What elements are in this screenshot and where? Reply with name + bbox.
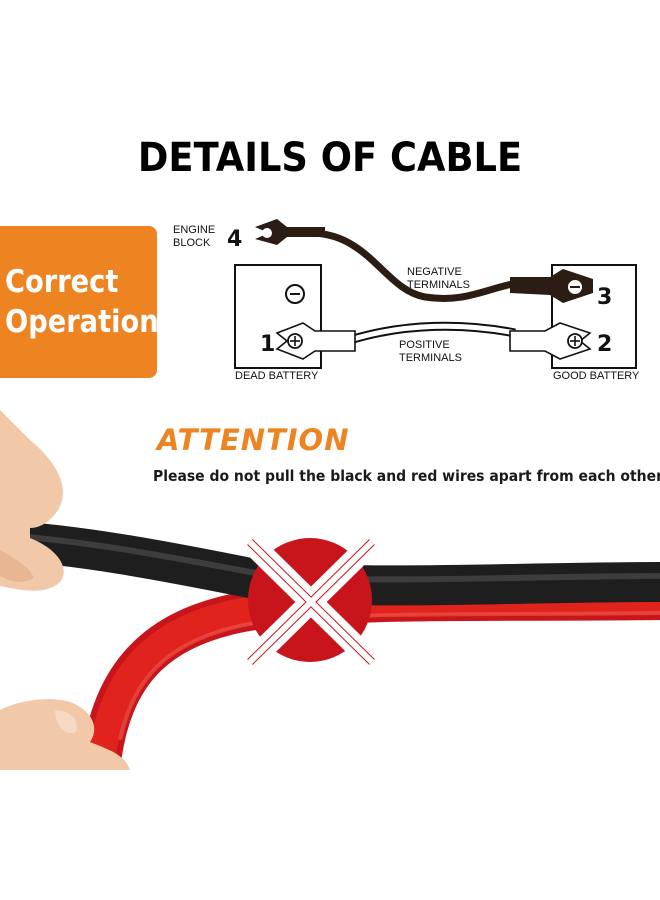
cable-photo [0,410,660,770]
clamp-2-icon [509,322,592,360]
positive-terminals-label-1: POSITIVE [399,339,450,351]
number-1: 1 [260,332,275,357]
bottom-hand [0,699,130,770]
clamp-1-icon [275,322,356,360]
attention-message: Please do not pull the black and red wir… [153,467,660,485]
number-4: 4 [227,227,242,252]
clamp-4-icon [255,219,325,245]
number-3: 3 [597,285,612,310]
badge-line-2: Operation [5,304,159,340]
clamp-3-icon [510,269,593,303]
correct-operation-badge: Correct Operation [0,226,159,378]
badge-line-1: Correct [5,264,119,300]
top-hand [0,410,64,591]
jump-start-wiring-diagram: ENGINE BLOCK 4 NEGATIVE TERMINALS 3 1 2 … [173,219,640,382]
dead-battery-label: DEAD BATTERY [235,370,319,382]
page-title: DETAILS OF CABLE [137,135,523,181]
negative-terminals-label-1: NEGATIVE [407,266,462,278]
positive-terminals-label-2: TERMINALS [399,352,462,364]
number-2: 2 [597,332,612,357]
good-battery-label: GOOD BATTERY [553,370,640,382]
negative-terminals-label-2: TERMINALS [407,279,470,291]
negative-cable [312,229,518,302]
engine-block-label-1: ENGINE [173,224,215,236]
do-not-separate-icon [242,534,380,670]
attention-heading: ATTENTION [157,423,350,457]
engine-block-label-2: BLOCK [173,237,211,249]
